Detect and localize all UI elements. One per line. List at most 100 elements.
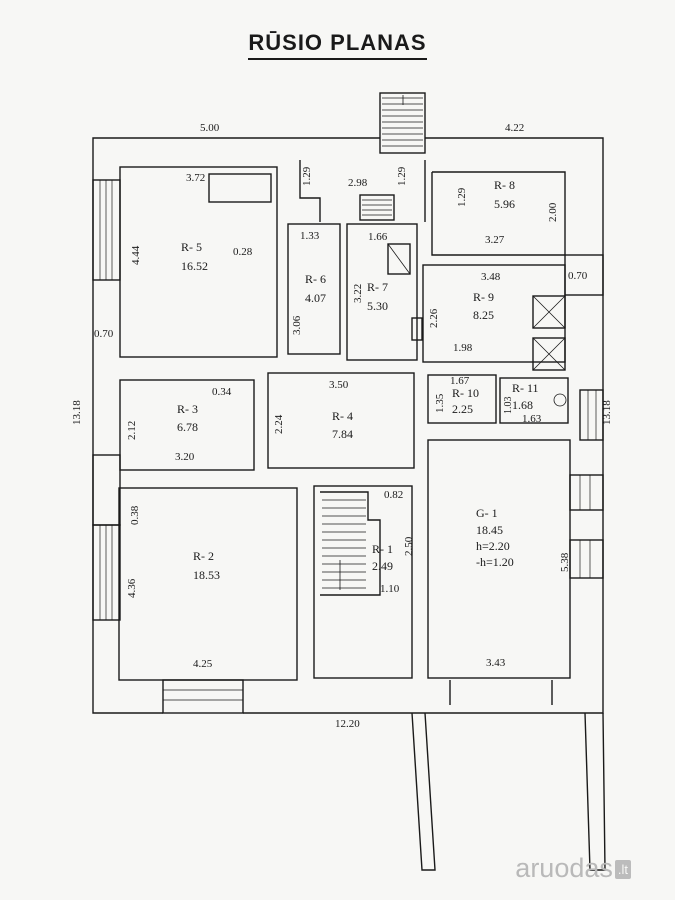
room-r1-d2: 2.50 (403, 536, 415, 556)
room-r9-area: 8.25 (473, 308, 494, 322)
room-r9-d3: 1.98 (453, 342, 473, 354)
room-r3-name: R- 3 (177, 402, 198, 416)
plan-title-text: RŪSIO PLANAS (248, 30, 427, 60)
right-window-1 (579, 389, 604, 441)
dim-stair-top-a: 1.29 (301, 166, 313, 186)
utility-box-1 (532, 295, 566, 329)
room-r11-d1: 1.03 (503, 397, 514, 415)
plan-title: RŪSIO PLANAS (0, 30, 675, 60)
dim-top-right: 4.22 (505, 122, 524, 134)
room-r3-d3: 3.20 (175, 451, 195, 463)
room-r8-d2: 2.00 (547, 202, 559, 222)
room-r6-name: R- 6 (305, 272, 326, 286)
room-r2-d2: 4.36 (126, 578, 138, 598)
room-r8-outline (431, 171, 566, 256)
room-r6-outline (287, 223, 341, 355)
room-r8-area: 5.96 (494, 197, 515, 211)
room-r8-name: R- 8 (494, 178, 515, 192)
room-r9-d1: 3.48 (481, 271, 501, 283)
room-r7-name: R- 7 (367, 280, 388, 294)
driveway-left (411, 712, 436, 871)
dim-left-window: 0.70 (94, 328, 114, 340)
dim-stair-top-b: 1.29 (396, 166, 408, 186)
room-r10-d2: 1.35 (434, 393, 446, 413)
left-window-2 (92, 454, 121, 526)
room-r10-d1: 1.67 (450, 375, 470, 387)
room-r2-d3: 4.25 (193, 658, 213, 670)
inner-wall-a (299, 160, 321, 222)
outer-wall-left (92, 137, 380, 714)
outer-wall-right (412, 137, 604, 714)
room-r4-name: R- 4 (332, 409, 353, 423)
room-g1-height: h=2.20 (476, 539, 510, 553)
room-r11-area: 1.68 (512, 398, 533, 412)
room-r4-d1: 3.50 (329, 379, 349, 391)
entrance-stairs (379, 92, 426, 154)
room-g1-outline (427, 439, 571, 679)
room-r7-outline (346, 223, 418, 361)
boiler-diagonal (387, 243, 411, 275)
room-r7-d1: 1.66 (368, 231, 388, 243)
room-r11-name: R- 11 (512, 381, 539, 395)
room-r2-area: 18.53 (193, 568, 220, 582)
dim-stair-width: 2.98 (348, 177, 368, 189)
watermark-suffix: .lt (614, 860, 631, 880)
room-r5-d3: 0.28 (233, 246, 253, 258)
room-r2-d1: 0.38 (129, 505, 141, 525)
room-r3-d1: 0.34 (212, 386, 232, 398)
room-r8-d1: 1.29 (456, 187, 468, 207)
room-r1-outline (313, 485, 413, 679)
room-r10-name: R- 10 (452, 386, 479, 400)
details (339, 95, 567, 590)
room-r1-area: 2.49 (372, 559, 393, 573)
boiler-unit (387, 243, 411, 275)
room-g1-d1: 5.38 (559, 552, 571, 572)
walls (92, 92, 606, 871)
room-r5-area: 16.52 (181, 259, 208, 273)
watermark: aruodas.lt (515, 853, 631, 884)
utility-box-2-cross-b (532, 337, 566, 371)
room-r4-d2: 2.24 (273, 414, 285, 434)
room-r11-d2: 1.63 (522, 413, 542, 425)
room-r1-d1: 0.82 (384, 489, 403, 501)
stair-steps (99, 97, 597, 701)
dim-top-left: 5.00 (200, 122, 220, 134)
room-r3-area: 6.78 (177, 420, 198, 434)
room-r8-d3: 3.27 (485, 234, 505, 246)
right-window-2 (569, 474, 604, 511)
floor-drain (553, 393, 567, 407)
room-r3-outline (119, 379, 255, 471)
room-r10-outline (427, 374, 497, 424)
right-window-3 (569, 539, 604, 579)
room-r6-area: 4.07 (305, 291, 326, 305)
tank-unit (208, 173, 272, 203)
room-r4-area: 7.84 (332, 427, 353, 441)
room-g1-area: 18.45 (476, 523, 503, 537)
room-r9-d2: 2.26 (428, 308, 440, 328)
stairs-landing (359, 194, 395, 221)
room-r11-outline (499, 377, 569, 424)
room-r9-name: R- 9 (473, 290, 494, 304)
room-g1-name: G- 1 (476, 506, 498, 520)
utility-box-2 (532, 337, 566, 371)
room-r5-d1: 3.72 (186, 172, 205, 184)
room-r2-outline (118, 487, 298, 681)
dim-left: 13.18 (71, 400, 83, 425)
room-r5-name: R- 5 (181, 240, 202, 254)
room-r1-name: R- 1 (372, 542, 393, 556)
room-r6-d2: 3.06 (291, 315, 303, 335)
room-r7-area: 5.30 (367, 299, 388, 313)
room-g1-lower-height: -h=1.20 (476, 555, 514, 569)
bottom-window (162, 679, 244, 714)
room-r7-d2: 3.22 (352, 284, 364, 303)
room-r5-outline (119, 166, 278, 358)
utility-box-1-cross-b (532, 295, 566, 329)
inner-stairs (320, 491, 381, 596)
room-r10-area: 2.25 (452, 402, 473, 416)
driveway-right (584, 712, 606, 871)
room-g1-d2: 3.43 (486, 657, 506, 669)
room-r2-name: R- 2 (193, 549, 214, 563)
left-window-1 (92, 179, 121, 281)
dim-right: 13.18 (601, 400, 613, 425)
